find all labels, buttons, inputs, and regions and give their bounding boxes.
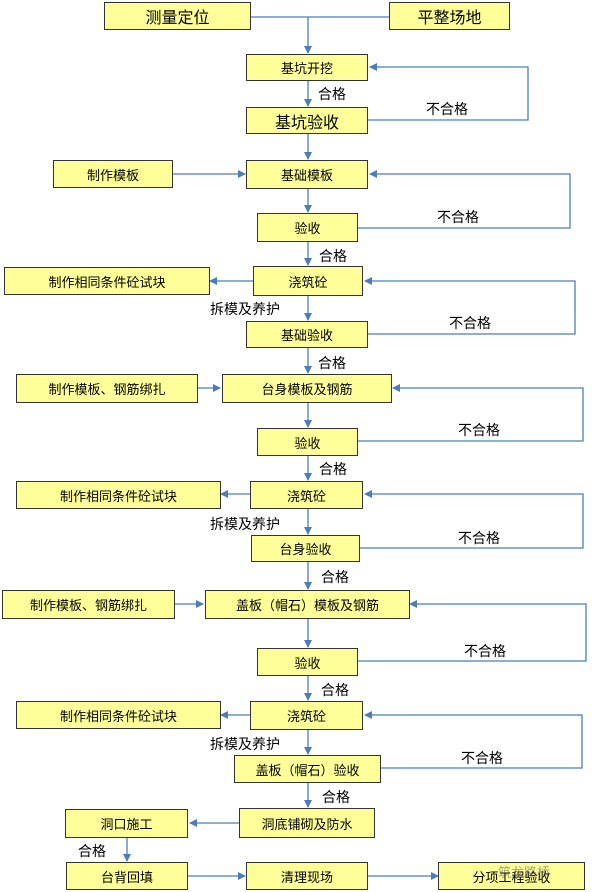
box-inspection-2: 验收 [257,428,358,456]
box-pit-inspection: 基坑验收 [246,107,368,134]
label-pass-6: 合格 [321,683,349,699]
box-test-block-2: 制作相同条件砼试块 [16,481,221,509]
label-fail-5: 不合格 [458,531,500,547]
box-final-acceptance: 分项工程验收 [438,862,585,890]
loop-abutment-fail [360,490,584,549]
label-fail-7: 不合格 [461,751,503,767]
label-pass-5: 合格 [321,570,349,586]
box-abutment-formwork: 台身模板及钢筋 [222,374,392,403]
box-test-block-1: 制作相同条件砼试块 [4,267,210,295]
box-foundation-formwork: 基础模板 [246,160,368,189]
label-pass-3: 合格 [318,356,346,372]
box-foundation-inspection: 基础验收 [246,321,368,348]
box-clean-site: 清理现场 [246,862,368,890]
box-pour-3: 浇筑砼 [250,701,363,730]
box-inspection-3: 验收 [257,648,358,676]
box-pour-2: 浇筑砼 [250,481,363,509]
label-fail-2: 不合格 [437,210,479,226]
label-pass-4: 合格 [319,462,347,478]
label-fail-4: 不合格 [458,423,500,439]
loop-inspection-1-fail [358,170,571,229]
label-remove-cure-2: 拆模及养护 [210,517,280,533]
box-cap-inspection: 盖板（帽石）验收 [234,755,381,783]
label-fail-1: 不合格 [426,102,468,118]
label-remove-cure-1: 拆模及养护 [210,302,280,318]
box-make-formwork-rebar-1: 制作模板、钢筋绑扎 [16,374,198,403]
box-abutment-inspection: 台身验收 [251,535,360,562]
box-backfill: 台背回填 [66,862,188,890]
arrow-survey-merge [251,16,312,54]
box-inspection-1: 验收 [257,213,358,242]
watermark: 筑龙路桥 [498,866,551,881]
loop-pit-fail [368,63,529,121]
label-pass-8: 合格 [78,844,106,860]
box-cap-formwork: 盖板（帽石）模板及钢筋 [205,590,410,619]
loop-inspection-3-fail [358,600,587,662]
label-fail-6: 不合格 [464,644,506,660]
box-excavation: 基坑开挖 [246,54,368,81]
box-survey: 测量定位 [104,2,251,30]
box-culvert-bottom: 洞底铺砌及防水 [239,808,375,838]
box-make-formwork-1: 制作模板 [53,160,173,188]
label-pass-1: 合格 [318,87,346,103]
box-make-formwork-rebar-2: 制作模板、钢筋绑扎 [2,590,175,619]
label-fail-3: 不合格 [449,316,491,332]
box-level-site: 平整场地 [389,2,510,30]
loop-inspection-2-fail [358,384,584,442]
loop-foundation-fail [364,277,576,335]
box-culvert-mouth: 洞口施工 [65,809,188,838]
loop-cap-fail [364,711,583,769]
box-test-block-3: 制作相同条件砼试块 [16,701,221,729]
label-pass-7: 合格 [322,790,350,806]
label-pass-2: 合格 [319,249,347,265]
box-pour-1: 浇筑砼 [253,266,363,296]
label-remove-cure-3: 拆模及养护 [210,737,280,753]
